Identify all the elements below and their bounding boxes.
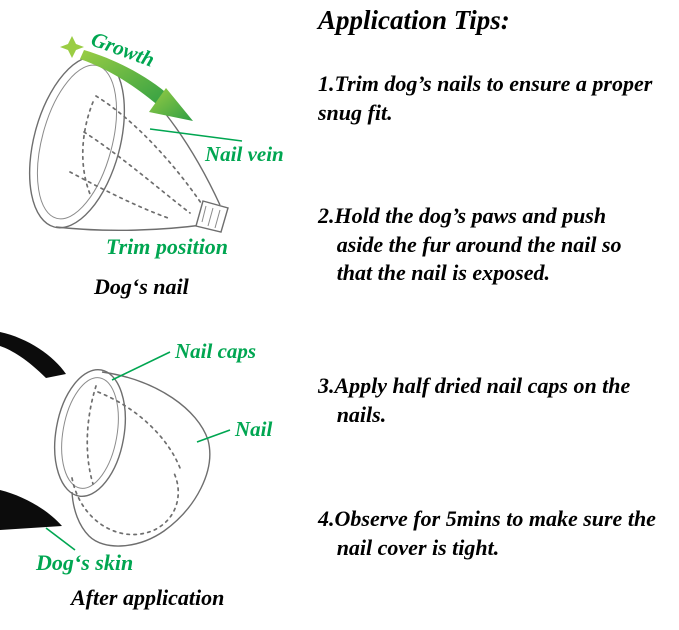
trim-position-label: Trim position <box>106 234 229 259</box>
tip-item-4: 4.Observe for 5mins to make sure the nai… <box>318 506 656 560</box>
tip-item-2: 2.Hold the dog’s paws and push aside the… <box>318 203 622 286</box>
tip-item-1: 1.Trim dog’s nails to ensure a proper sn… <box>318 71 653 125</box>
tips-title: Application Tips: <box>318 5 510 35</box>
nail-bottom-outline <box>55 224 203 232</box>
nail-top-outline <box>99 57 221 206</box>
cap-inner-rim <box>61 377 119 489</box>
inner-wall-dotted-arc <box>81 101 94 195</box>
dogs-skin-leader-line <box>45 527 76 551</box>
nail-vein-dotted-line <box>95 95 202 204</box>
nail-vein-leader-line <box>149 128 243 142</box>
cap-outline <box>71 371 211 547</box>
growth-arrow-head-icon <box>149 88 193 121</box>
nail-vein-label: Nail vein <box>205 142 284 166</box>
after-application-sketch <box>0 332 231 551</box>
sparkle-icon <box>60 36 84 58</box>
nail-vein-dotted-line <box>83 131 191 214</box>
nail-label: Nail <box>235 417 273 441</box>
nail-caps-label: Nail caps <box>175 339 257 363</box>
nail-caps-leader-line <box>111 351 171 381</box>
dog-skin-silhouette-bottom <box>0 490 62 530</box>
trim-cut-face <box>195 200 229 233</box>
after-application-caption: After application <box>71 585 225 610</box>
nail-ridge-dotted-line <box>97 391 181 469</box>
dog-nail-sketch <box>28 36 243 233</box>
nail-tip-dotted-outline <box>71 470 180 536</box>
nail-leader-line <box>196 429 231 443</box>
trim-cut-hatching <box>201 205 221 229</box>
inner-wall-dotted-arc <box>86 385 97 485</box>
nail-opening-inner-rim <box>36 64 118 220</box>
growth-arrow-body <box>80 50 170 107</box>
dogs-nail-caption: Dog‘s nail <box>94 274 189 299</box>
dogs-skin-label: Dog‘s skin <box>36 550 134 575</box>
cap-rim <box>54 368 126 498</box>
tip-item-3: 3.Apply half dried nail caps on the nail… <box>318 373 631 427</box>
dog-skin-silhouette-top <box>0 332 66 378</box>
